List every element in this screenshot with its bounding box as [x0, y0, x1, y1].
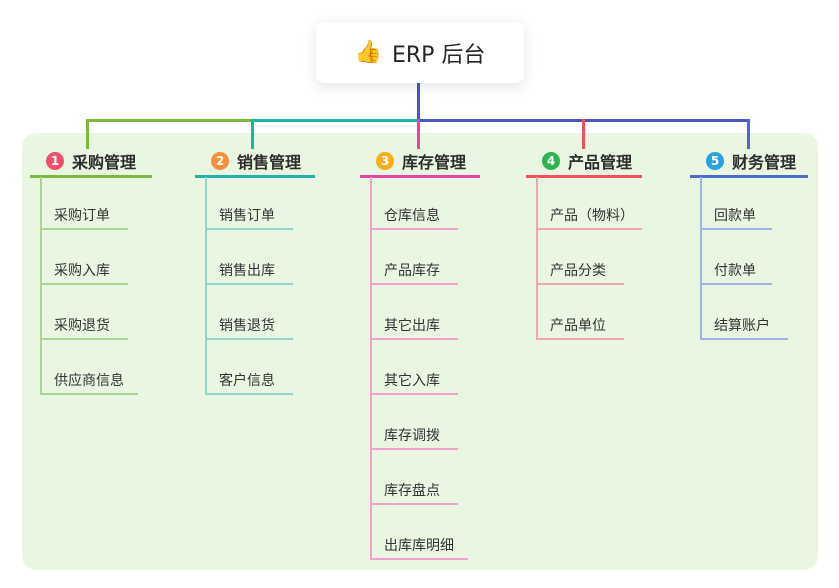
drop-line-finance: [747, 119, 750, 149]
child-node[interactable]: 库存调拨: [384, 428, 440, 444]
child-underline: [700, 338, 788, 340]
branch-node-product[interactable]: 4 产品管理: [542, 150, 632, 172]
child-node[interactable]: 产品库存: [384, 263, 440, 279]
branch-spine-line: [40, 177, 42, 395]
child-underline: [370, 558, 468, 560]
branch-label: 采购管理: [72, 153, 137, 172]
child-node[interactable]: 产品单位: [550, 318, 606, 334]
child-underline: [370, 283, 458, 285]
child-node[interactable]: 其它入库: [384, 373, 440, 389]
child-node[interactable]: 回款单: [714, 208, 756, 224]
child-node[interactable]: 销售退货: [219, 318, 275, 334]
child-node[interactable]: 出库库明细: [384, 538, 454, 554]
root-connector-line: [417, 83, 420, 120]
child-node[interactable]: 产品（物料）: [550, 208, 634, 224]
child-underline: [40, 228, 128, 230]
branch-spine-line: [370, 177, 372, 560]
branch-spine-line: [700, 177, 702, 340]
badge-4-icon: 4: [542, 152, 560, 170]
child-node[interactable]: 销售订单: [219, 208, 275, 224]
branch-label: 销售管理: [237, 153, 302, 172]
branch-node-inventory[interactable]: 3 库存管理: [376, 150, 466, 172]
child-underline: [700, 283, 772, 285]
branches-background-panel: [22, 133, 818, 570]
child-node[interactable]: 库存盘点: [384, 483, 440, 499]
child-node[interactable]: 采购入库: [54, 263, 110, 279]
child-node[interactable]: 客户信息: [219, 373, 275, 389]
root-node-erp[interactable]: 👍 ERP 后台: [316, 22, 524, 83]
child-node[interactable]: 付款单: [714, 263, 756, 279]
badge-2-icon: 2: [211, 152, 229, 170]
branch-spine-line: [205, 177, 207, 395]
child-underline: [205, 283, 293, 285]
child-underline: [40, 283, 128, 285]
branch-underline: [360, 175, 480, 178]
drop-line-inventory: [417, 119, 420, 149]
badge-5-icon: 5: [706, 152, 724, 170]
drop-line-purchase: [86, 119, 89, 149]
child-underline: [536, 338, 624, 340]
branch-node-finance[interactable]: 5 财务管理: [706, 150, 796, 172]
branch-node-sales[interactable]: 2 销售管理: [211, 150, 301, 172]
branch-label: 产品管理: [568, 153, 633, 172]
child-underline: [536, 228, 642, 230]
badge-3-icon: 3: [376, 152, 394, 170]
branch-underline: [195, 175, 315, 178]
bus-line-middle: [251, 119, 418, 122]
child-underline: [370, 393, 458, 395]
child-node[interactable]: 供应商信息: [54, 373, 124, 389]
child-node[interactable]: 产品分类: [550, 263, 606, 279]
root-node-label: ERP 后台: [391, 42, 486, 68]
child-underline: [536, 283, 624, 285]
drop-line-product: [582, 119, 585, 149]
child-node[interactable]: 采购退货: [54, 318, 110, 334]
branch-label: 库存管理: [402, 153, 467, 172]
child-node[interactable]: 其它出库: [384, 318, 440, 334]
bus-line-left: [86, 119, 251, 122]
branch-spine-line: [536, 177, 538, 340]
child-underline: [205, 228, 293, 230]
thumbs-up-icon: 👍: [354, 39, 382, 65]
child-node[interactable]: 仓库信息: [384, 208, 440, 224]
child-underline: [370, 228, 458, 230]
child-underline: [40, 338, 128, 340]
child-underline: [40, 393, 138, 395]
branch-underline: [690, 175, 808, 178]
child-node[interactable]: 销售出库: [219, 263, 275, 279]
child-underline: [700, 228, 772, 230]
drop-line-sales: [251, 119, 254, 149]
branch-node-purchase[interactable]: 1 采购管理: [46, 150, 136, 172]
child-underline: [205, 393, 293, 395]
child-underline: [205, 338, 293, 340]
child-underline: [370, 503, 458, 505]
badge-1-icon: 1: [46, 152, 64, 170]
child-node[interactable]: 结算账户: [714, 318, 770, 334]
branch-underline: [526, 175, 642, 178]
child-underline: [370, 448, 458, 450]
branch-underline: [30, 175, 152, 178]
child-underline: [370, 338, 458, 340]
child-node[interactable]: 采购订单: [54, 208, 110, 224]
branch-label: 财务管理: [732, 153, 797, 172]
